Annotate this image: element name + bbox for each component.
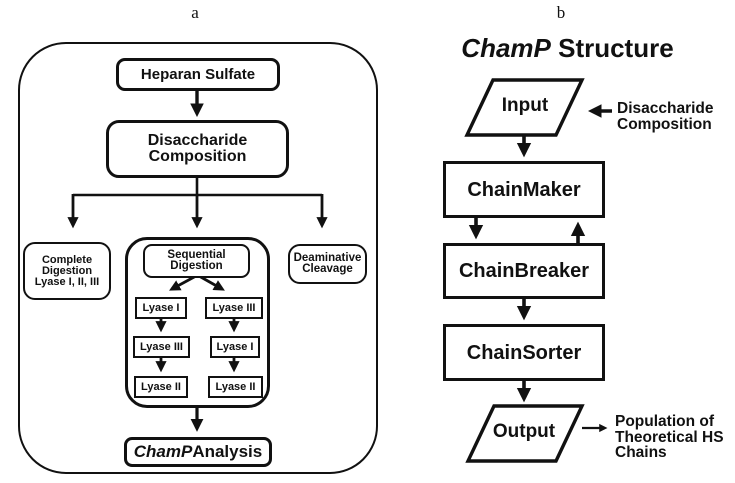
title-champ-word: ChamP — [461, 33, 551, 63]
node-lyase-left-3: Lyase II — [134, 376, 188, 398]
node-lyase-right-2: Lyase I — [210, 336, 260, 358]
node-chainbreaker: ChainBreaker — [443, 243, 605, 299]
node-label: Composition — [148, 148, 247, 165]
node-output: Output — [492, 421, 556, 442]
node-chainmaker: ChainMaker — [443, 161, 605, 218]
annotation-line: Disaccharide — [617, 100, 714, 117]
node-deaminative-cleavage: Deaminative Cleavage — [288, 244, 367, 284]
panel-a-label: a — [191, 3, 199, 22]
node-label: Lyase I — [216, 340, 254, 353]
node-lyase-right-3: Lyase II — [208, 376, 263, 398]
node-label: Digestion — [41, 264, 93, 277]
node-disaccharide-composition: Disaccharide Composition — [106, 120, 289, 178]
output-annotation: Population of Theoretical HS Chains — [615, 414, 724, 461]
node-label: ChainBreaker — [458, 260, 590, 282]
node-lyase-left-2: Lyase III — [133, 336, 190, 358]
node-label: Complete — [41, 253, 93, 266]
node-label: ChainMaker — [467, 178, 581, 201]
node-label: Lyase III — [212, 301, 256, 314]
panel-b-title: ChamP Structure — [440, 33, 695, 64]
title-structure-word: Structure — [550, 33, 674, 63]
node-heparan-sulfate: Heparan Sulfate — [116, 58, 280, 91]
input-annotation: Disaccharide Composition — [617, 101, 714, 132]
panel-a-outline — [18, 42, 378, 474]
node-sequential-digestion: Sequential Digestion — [143, 244, 250, 278]
node-label: Lyase I, II, III — [34, 275, 100, 288]
node-label: Disaccharide — [147, 132, 248, 149]
annotation-line: Composition — [617, 115, 712, 133]
annotation-line: Population of — [615, 413, 715, 430]
node-label: Digestion — [170, 260, 223, 272]
node-label: Lyase III — [139, 340, 183, 353]
arrow-seq-to-lyase-right — [198, 274, 225, 291]
node-chainsorter: ChainSorter — [443, 324, 605, 381]
node-lyase-right-1: Lyase III — [205, 297, 263, 319]
output-parallelogram — [465, 404, 585, 463]
node-label: ChainSorter — [466, 341, 582, 364]
node-input: Input — [501, 95, 549, 116]
arrow-seq-to-lyase-left — [169, 274, 197, 291]
analysis-word: Analysis — [192, 442, 263, 461]
input-parallelogram — [464, 78, 585, 137]
node-label: Heparan Sulfate — [140, 66, 256, 83]
annotation-line: Theoretical HS — [615, 428, 724, 446]
panel-b-label: b — [556, 3, 566, 22]
node-complete-digestion: Complete Digestion Lyase I, II, III — [23, 242, 111, 300]
sequential-digestion-group — [125, 237, 270, 408]
node-label: Lyase II — [141, 380, 181, 393]
node-label: Lyase I — [142, 301, 180, 314]
annotation-line: Chains — [615, 444, 667, 461]
node-label: Lyase II — [215, 380, 256, 393]
node-label: Sequential — [167, 248, 226, 261]
champ-word: ChamP — [133, 442, 193, 461]
node-champ-analysis: ChamP Analysis — [124, 437, 272, 467]
node-label: Cleavage — [302, 263, 353, 275]
node-lyase-left-1: Lyase I — [135, 297, 187, 319]
node-label: Deaminative — [293, 251, 362, 264]
